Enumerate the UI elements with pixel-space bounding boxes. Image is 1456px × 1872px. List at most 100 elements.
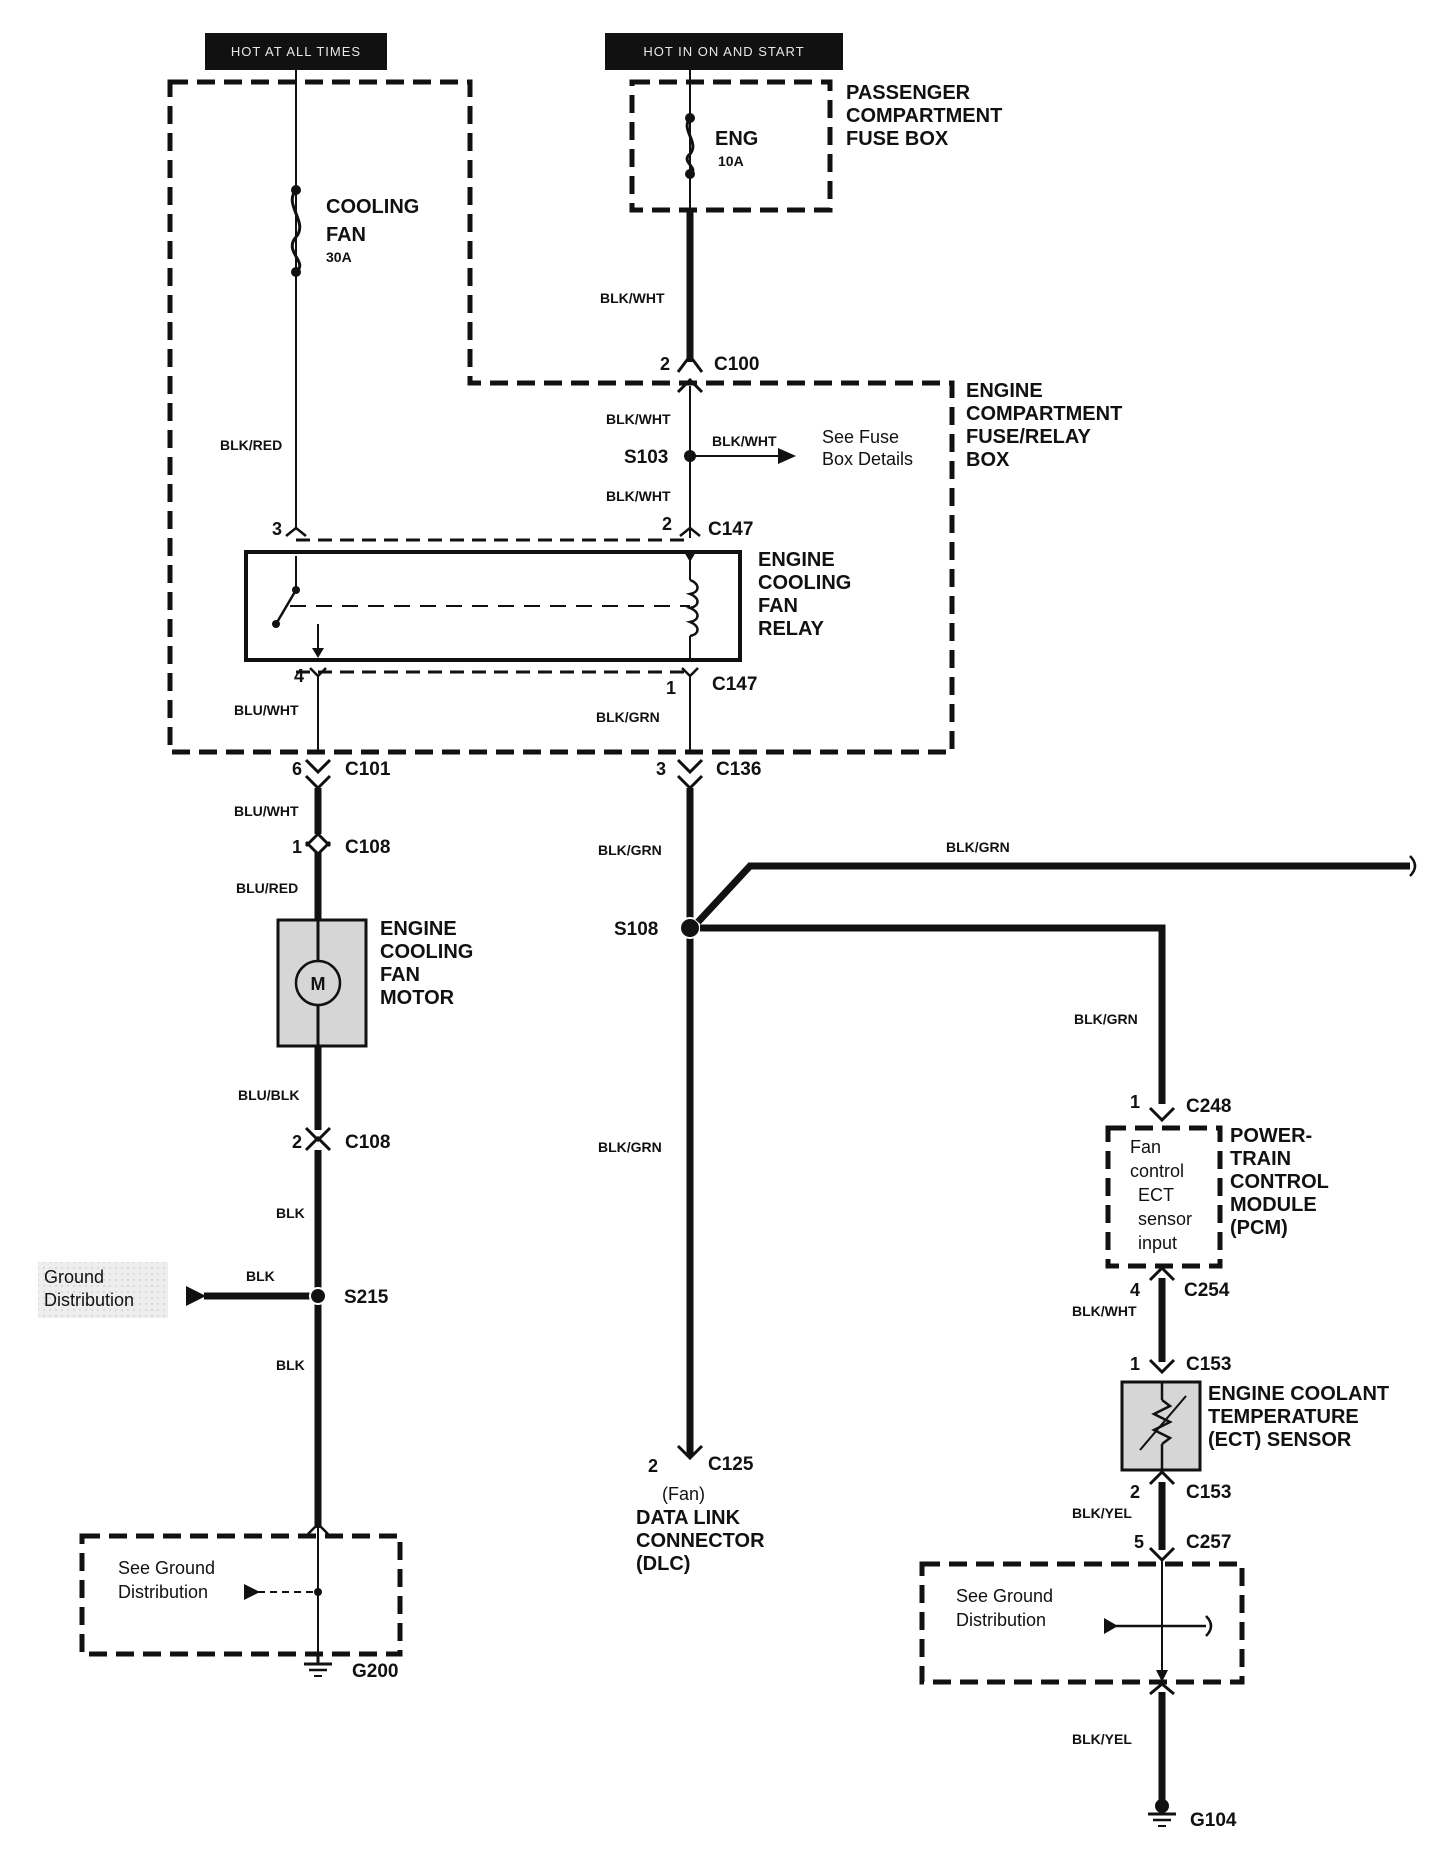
connectors-c254-label: C254 bbox=[1184, 1280, 1230, 1301]
boxes-pcm-4-label: (PCM) bbox=[1230, 1217, 1288, 1239]
wires-blk-grn-label: BLK/GRN bbox=[598, 1139, 662, 1155]
wires-blk-grn-label: BLK/GRN bbox=[596, 709, 660, 725]
ground-distribution-box-left bbox=[79, 1533, 403, 1657]
boxes-dlc-1-label: DATA LINK bbox=[636, 1507, 741, 1529]
boxes-pcm-internal-2-label: ECT bbox=[1138, 1185, 1174, 1205]
pins-c248-label: 1 bbox=[1130, 1092, 1140, 1112]
wires-blu-wht-label: BLU/WHT bbox=[234, 702, 299, 718]
wires-blk-label: BLK bbox=[276, 1205, 305, 1221]
boxes-fan-motor-0-label: ENGINE bbox=[380, 918, 457, 940]
fuses-cooling-fan-name-line2-label: FAN bbox=[326, 224, 366, 246]
boxes-pcm-1-label: TRAIN bbox=[1230, 1148, 1291, 1170]
pins-relay-2-label: 2 bbox=[662, 514, 672, 534]
wires-blk-yel-label: BLK/YEL bbox=[1072, 1731, 1132, 1747]
boxes-engine-fuse-relay-box-2-label: FUSE/RELAY bbox=[966, 426, 1092, 448]
boxes-passenger-fuse-box-0-label: PASSENGER bbox=[846, 82, 971, 104]
motor-icon bbox=[294, 959, 342, 1007]
wires-blk-wht-label: BLK/WHT bbox=[1072, 1303, 1137, 1319]
pins-relay-1-label: 1 bbox=[666, 678, 676, 698]
hot-in-on-and-start-bar: HOT IN ON AND START bbox=[605, 33, 843, 70]
powertrain-control-module bbox=[1105, 1125, 1223, 1269]
connectors-c147-top-label: C147 bbox=[708, 519, 753, 540]
pins-c153-top-label: 1 bbox=[1130, 1354, 1140, 1374]
thermistor-icon bbox=[1139, 1382, 1187, 1470]
boxes-fan-motor-2-label: FAN bbox=[380, 964, 420, 986]
connectors-c108-top-label: C108 bbox=[345, 837, 390, 858]
pins-c108-top-label: 1 bbox=[292, 837, 302, 857]
relay-switch-icon bbox=[272, 556, 690, 658]
ground-distribution-link[interactable]: Ground Distribution bbox=[38, 1262, 168, 1318]
wires-blk-label: BLK bbox=[246, 1268, 275, 1284]
grounds-g104-label: G104 bbox=[1190, 1810, 1237, 1831]
wires-blk-red-label: BLK/RED bbox=[220, 437, 282, 453]
connectors-c100-label: C100 bbox=[714, 354, 759, 375]
boxes-relay-0-label: ENGINE bbox=[758, 549, 835, 571]
wires-blk-grn-label: BLK/GRN bbox=[946, 839, 1010, 855]
power-sources-always-label: HOT AT ALL TIMES bbox=[231, 44, 361, 59]
s215-splice bbox=[309, 1287, 327, 1305]
pins-c125-label: 2 bbox=[648, 1456, 658, 1476]
boxes-pcm-3-label: MODULE bbox=[1230, 1194, 1317, 1216]
pins-relay-4-label: 4 bbox=[294, 666, 304, 686]
pins-c136-label: 3 bbox=[656, 759, 666, 779]
references-see-ground-distribution-1-label: Distribution bbox=[118, 1582, 208, 1602]
boxes-relay-1-label: COOLING bbox=[758, 572, 851, 594]
connectors-c153-bot-label: C153 bbox=[1186, 1482, 1231, 1503]
wires-blk-wht-label: BLK/WHT bbox=[606, 488, 671, 504]
splices-s215-label: S215 bbox=[344, 1287, 389, 1308]
boxes-dlc-3-label: (DLC) bbox=[636, 1553, 690, 1575]
fuses-cooling-fan-name-line1-label: COOLING bbox=[326, 196, 419, 218]
connectors-c108-bot-label: C108 bbox=[345, 1132, 390, 1153]
boxes-fan-motor-3-label: MOTOR bbox=[380, 987, 455, 1009]
boxes-motor-symbol-label: M bbox=[311, 974, 326, 994]
boxes-pcm-0-label: POWER- bbox=[1230, 1125, 1312, 1147]
eng-fuse-icon bbox=[685, 113, 695, 179]
connectors-c147-bot-label: C147 bbox=[712, 674, 757, 695]
pins-c254-label: 4 bbox=[1130, 1280, 1140, 1300]
boxes-pcm-internal-4-label: input bbox=[1138, 1233, 1177, 1253]
references-see-ground-distribution-0-label: See Ground bbox=[956, 1586, 1053, 1606]
grounds-g200-label: G200 bbox=[352, 1661, 398, 1682]
engine-cooling-fan-relay bbox=[244, 550, 742, 662]
fuses-cooling-fan-rating-label: 30A bbox=[326, 249, 352, 265]
engine-compartment-fuse-relay-box bbox=[167, 79, 955, 755]
boxes-ect-sensor-1-label: TEMPERATURE bbox=[1208, 1406, 1359, 1428]
hot-at-all-times-bar: HOT AT ALL TIMES bbox=[205, 33, 387, 70]
pins-c108-bot-label: 2 bbox=[292, 1132, 302, 1152]
boxes-dlc-0-label: (Fan) bbox=[662, 1484, 705, 1504]
references-see-ground-distribution-0-label: See Ground bbox=[118, 1558, 215, 1578]
pins-relay-3-label: 3 bbox=[272, 519, 282, 539]
references-ground-distribution-0-label: Ground bbox=[44, 1267, 104, 1287]
wires-blk-grn-label: BLK/GRN bbox=[598, 842, 662, 858]
connectors-c257-label: C257 bbox=[1186, 1532, 1231, 1553]
fuses-eng-name-label: ENG bbox=[715, 128, 758, 150]
pins-c153-bot-label: 2 bbox=[1130, 1482, 1140, 1502]
connectors-c153-top-label: C153 bbox=[1186, 1354, 1231, 1375]
relay-coil-icon bbox=[684, 552, 699, 660]
wires-blk-wht-label: BLK/WHT bbox=[606, 411, 671, 427]
pins-c257-label: 5 bbox=[1134, 1532, 1144, 1552]
cooling-fan-fuse-icon bbox=[290, 185, 302, 277]
pins-c100-label: 2 bbox=[660, 354, 670, 374]
boxes-pcm-2-label: CONTROL bbox=[1230, 1171, 1329, 1193]
boxes-pcm-internal-1-label: control bbox=[1130, 1161, 1184, 1181]
boxes-engine-fuse-relay-box-0-label: ENGINE bbox=[966, 380, 1043, 402]
wires-blk-wht-label: BLK/WHT bbox=[712, 433, 777, 449]
boxes-dlc-2-label: CONNECTOR bbox=[636, 1530, 765, 1552]
boxes-passenger-fuse-box-2-label: FUSE BOX bbox=[846, 128, 949, 150]
wires-blk-label: BLK bbox=[276, 1357, 305, 1373]
references-ground-distribution-1-label: Distribution bbox=[44, 1290, 134, 1310]
connectors-c248-label: C248 bbox=[1186, 1096, 1231, 1117]
engine-cooling-fan-motor bbox=[276, 918, 368, 1048]
connectors-c125-label: C125 bbox=[708, 1454, 754, 1475]
wires-blu-wht-label: BLU/WHT bbox=[234, 803, 299, 819]
passenger-compartment-fuse-box bbox=[629, 79, 833, 213]
pins-c101-label: 6 bbox=[292, 759, 302, 779]
connectors-c136-label: C136 bbox=[716, 759, 761, 780]
boxes-fan-motor-1-label: COOLING bbox=[380, 941, 473, 963]
power-sources-on-start-label: HOT IN ON AND START bbox=[643, 44, 804, 59]
boxes-engine-fuse-relay-box-3-label: BOX bbox=[966, 449, 1010, 471]
wires-blk-grn-label: BLK/GRN bbox=[1074, 1011, 1138, 1027]
wires-blk-wht-label: BLK/WHT bbox=[600, 290, 665, 306]
